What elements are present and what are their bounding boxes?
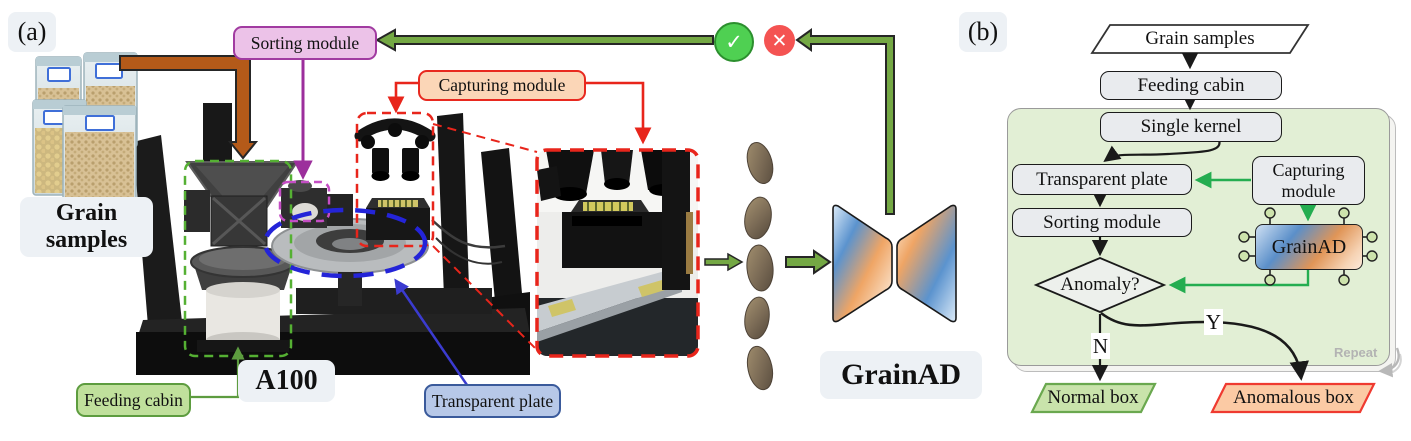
feeding-callout-line <box>187 346 245 399</box>
sorting-module-label: Sorting module <box>233 26 377 60</box>
capturing-module-region <box>355 111 435 248</box>
sorting-module-region <box>278 180 331 223</box>
flow-capturing-module: Capturing module <box>1252 156 1365 205</box>
machine-caption: A100 <box>238 360 335 402</box>
inset-link-line-bottom <box>432 245 538 351</box>
grainad-caption: GrainAD <box>820 351 982 399</box>
grain-samples-caption: Grain samples <box>20 197 153 257</box>
transparent-callout-line <box>394 278 469 386</box>
capturing-callout-arrow-right <box>582 81 652 145</box>
capturing-callout-arrow-left <box>387 81 418 114</box>
decision-to-sorting-arrow <box>374 28 714 52</box>
accept-icon: ✓ <box>714 22 754 62</box>
flow-anomalous-box: Anomalous box <box>1233 387 1354 408</box>
transparent-plate-region <box>262 207 428 279</box>
flow-sorting-module: Sorting module <box>1012 208 1192 237</box>
repeat-label: Repeat <box>1334 345 1378 360</box>
transparent-plate-label: Transparent plate <box>424 384 561 418</box>
inset-to-kernels-arrow <box>704 252 744 272</box>
flow-anomaly-decision: Anomaly? <box>1060 274 1140 295</box>
kernel-images <box>744 141 774 391</box>
machine-photo <box>133 103 530 375</box>
flow-feeding-cabin: Feeding cabin <box>1100 71 1282 100</box>
capturing-module-inset <box>535 148 700 358</box>
grainad-to-decision-arrow <box>795 28 895 215</box>
flow-normal-box: Normal box <box>1047 387 1139 408</box>
panel-b-tag: (b) <box>959 12 1007 52</box>
grain-sample-bags <box>32 52 138 202</box>
branch-yes-label: Y <box>1204 309 1223 335</box>
kernels-to-grainad-arrow <box>785 249 832 275</box>
inset-link-line-top <box>432 123 538 153</box>
reject-icon: ✕ <box>764 25 795 56</box>
capturing-module-label: Capturing module <box>418 70 586 101</box>
samples-to-hopper-arrow <box>119 55 259 160</box>
grainad-bowtie <box>832 204 957 323</box>
flow-grainad-chip: GrainAD <box>1255 224 1363 270</box>
panel-a-tag: (a) <box>8 12 56 52</box>
flow-single-kernel: Single kernel <box>1100 112 1282 142</box>
branch-no-label: N <box>1091 333 1110 359</box>
flow-grain-samples: Grain samples <box>1145 28 1255 49</box>
flow-transparent-plate: Transparent plate <box>1012 164 1192 195</box>
feeding-cabin-region <box>183 159 293 358</box>
feeding-cabin-label: Feeding cabin <box>76 383 191 417</box>
